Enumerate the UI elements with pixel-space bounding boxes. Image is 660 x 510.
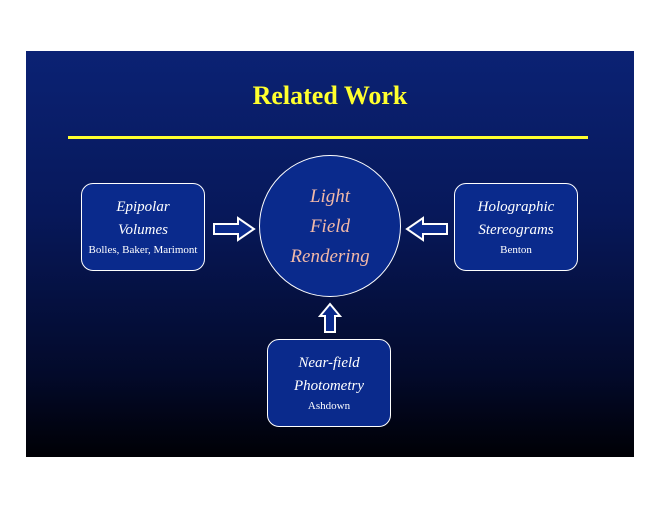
near-field-photometry-box: Near-field Photometry Ashdown — [267, 339, 391, 427]
box-authors: Benton — [500, 244, 532, 256]
box-label: Volumes — [118, 222, 168, 238]
circle-label: Field — [309, 216, 351, 237]
title-divider — [68, 136, 588, 139]
box-label: Near-field — [298, 355, 360, 371]
box-label: Epipolar — [116, 199, 170, 215]
box-authors: Bolles, Baker, Marimont — [88, 244, 198, 256]
box-label: Stereograms — [478, 222, 554, 238]
light-field-rendering-circle: Light Field Rendering — [259, 155, 401, 297]
epipolar-volumes-box: Epipolar Volumes Bolles, Baker, Marimont — [81, 183, 205, 271]
circle-label: Light — [309, 186, 351, 207]
circle-label: Rendering — [290, 246, 370, 267]
slide-title: Related Work — [252, 81, 408, 110]
box-authors: Ashdown — [307, 400, 351, 412]
box-label: Photometry — [294, 378, 364, 394]
holographic-stereograms-box: Holographic Stereograms Benton — [454, 183, 578, 271]
box-label: Holographic — [477, 199, 555, 215]
up-arrow-icon — [318, 302, 342, 333]
right-arrow-icon — [213, 216, 256, 242]
left-arrow-icon — [405, 216, 448, 242]
